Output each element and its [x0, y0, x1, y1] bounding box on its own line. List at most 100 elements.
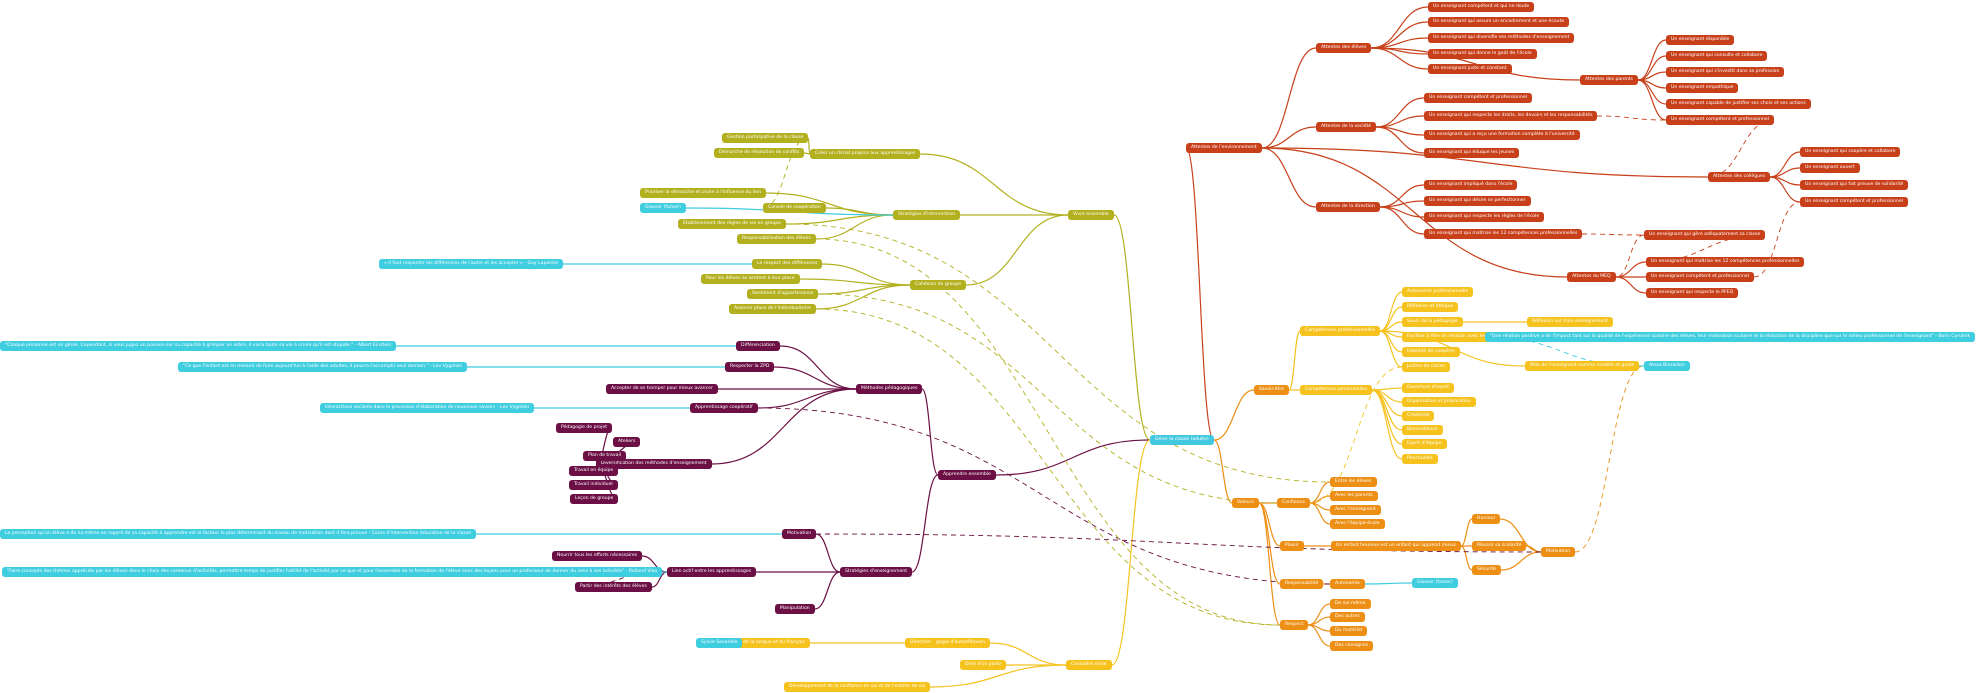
node-cp-rappel[interactable]: Rôle de l'enseignant comme modèle et gui…	[1525, 361, 1640, 371]
node-confiance[interactable]: Confiance	[1277, 498, 1310, 508]
node-attentes[interactable]: Attentes de l'environnement	[1186, 143, 1262, 153]
node-d2[interactable]: Un enseignant qui désire se perfectionne…	[1424, 196, 1531, 206]
node-att-collegues[interactable]: Attentes des collègues	[1708, 172, 1771, 182]
node-partir-interets[interactable]: Partir des intérêts des élèves	[575, 582, 652, 592]
node-e5[interactable]: Un enseignant juste et constant	[1428, 64, 1512, 74]
node-place-individu[interactable]: Avancer place de l'individualisme	[729, 304, 816, 314]
node-m1[interactable]: Un enseignant qui maîtrise les 12 compét…	[1646, 257, 1805, 267]
node-quote-vygotsky[interactable]: "Ce que l'enfant est en mesure de faire …	[178, 362, 468, 372]
node-humour[interactable]: Humour	[1472, 514, 1501, 524]
node-r2[interactable]: Des autres	[1330, 612, 1365, 622]
node-att-eleves[interactable]: Attentes des élèves	[1316, 43, 1372, 53]
node-e1[interactable]: Un enseignant compétent et qui ne doute	[1428, 2, 1535, 12]
node-quote-einstein[interactable]: "Chaque personne est un génie. Cependant…	[0, 341, 397, 351]
node-center[interactable]: Gérer la classe (adulte)	[1150, 435, 1214, 445]
node-securite[interactable]: Sécurité	[1472, 565, 1501, 575]
node-reussir[interactable]: Réussir sa scolarité	[1472, 541, 1527, 551]
node-cp4[interactable]: Faciliter à être en relation avec les él…	[1402, 332, 1508, 342]
node-quote-diff[interactable]: « Il faut respecter les différences de l…	[379, 259, 564, 269]
node-cp5[interactable]: Habileté de coopérer	[1402, 347, 1461, 357]
node-s3[interactable]: Un enseignant qui a reçu une formation c…	[1424, 130, 1580, 140]
node-att-direction[interactable]: Attentes de la direction	[1316, 202, 1380, 212]
node-ps6[interactable]: Ponctualité	[1402, 454, 1438, 464]
node-c1[interactable]: Un enseignant qui coopère et collabore	[1800, 147, 1901, 157]
node-demarche-conflits[interactable]: Démarche de résolution de conflits	[714, 148, 805, 158]
node-motivation[interactable]: Motivation	[782, 529, 817, 539]
node-r3[interactable]: Du matériel	[1330, 626, 1368, 636]
node-travail-equipe[interactable]: Travail en équipe	[569, 466, 619, 476]
node-comp-pro[interactable]: Compétences professionnelles	[1300, 326, 1381, 336]
node-cp3[interactable]: Souci de la pédagogie	[1402, 317, 1463, 327]
node-s4[interactable]: Un enseignant qui éduque les jeunes	[1424, 148, 1520, 158]
node-m2[interactable]: Un enseignant compétent et professionnel	[1646, 272, 1754, 282]
node-ps3[interactable]: Créativité	[1402, 411, 1435, 421]
node-quote-viau[interactable]: La perception qu'un élève a de lui-même …	[0, 529, 477, 539]
node-quote-viau2[interactable]: "Faire concepts des thèmes appréciés par…	[2, 567, 663, 577]
node-responsabilite[interactable]: Responsabilité	[1280, 579, 1324, 589]
node-manipulation[interactable]: Manipulation	[775, 604, 815, 614]
node-respons[interactable]: Responsabilisation des élèves	[737, 234, 816, 244]
node-c4[interactable]: Un enseignant compétent et professionnel	[1800, 197, 1908, 207]
node-p4[interactable]: Un enseignant empathique	[1666, 83, 1739, 93]
node-cooperatif[interactable]: Apprentissage coopératif	[690, 403, 758, 413]
node-nourrir[interactable]: Nourrir tous les efforts nécessaires	[552, 551, 643, 561]
node-quote-lynch[interactable]: "Une relation positive a de l'impact tan…	[1485, 332, 1976, 342]
node-lecon-groupe[interactable]: Leçon de groupe	[570, 494, 619, 504]
node-s1[interactable]: Un enseignant compétent et professionnel	[1424, 93, 1532, 103]
node-accepter-rythme[interactable]: Accepter de se tromper pour mieux avance…	[606, 384, 718, 394]
node-savoirs-etre[interactable]: Savoir-être	[1254, 385, 1290, 395]
node-p5[interactable]: Un enseignant capable de justifier ses c…	[1666, 99, 1811, 109]
node-vivre-ens-bas[interactable]: Connaître sorte	[1066, 660, 1112, 670]
node-ateliers[interactable]: Ateliers	[613, 437, 641, 447]
node-conf4[interactable]: Avec l'équipe-école	[1330, 519, 1385, 529]
node-apprendre[interactable]: Apprendre ensemble	[938, 470, 996, 480]
node-ps5[interactable]: Esprit d'équipe	[1402, 439, 1447, 449]
node-strategies[interactable]: Stratégies d'intervention	[893, 210, 961, 220]
node-e3[interactable]: Un enseignant qui diversifie ses méthode…	[1428, 33, 1575, 43]
node-ps2[interactable]: Organisation et préparation	[1402, 397, 1476, 407]
node-valeurs[interactable]: Valeurs	[1232, 498, 1259, 508]
node-plaisir-txt[interactable]: Un enfant heureux est un enfant qui appr…	[1331, 541, 1461, 551]
node-developpement[interactable]: Développement de la confiance en soi et …	[784, 682, 931, 692]
node-connaissance[interactable]: Connaissance de la langue et du français	[705, 638, 810, 648]
node-cp2[interactable]: Réflexion et éthique	[1402, 302, 1459, 312]
node-travail-indiv[interactable]: Travail individuel	[569, 480, 618, 490]
node-att-meq[interactable]: Attentes du MEQ	[1567, 272, 1616, 282]
node-p6[interactable]: Un enseignant compétent et professionnel	[1666, 115, 1774, 125]
node-c2[interactable]: Un enseignant ouvert	[1800, 163, 1860, 173]
node-conf3[interactable]: Avec l'enseignant	[1330, 505, 1381, 515]
node-sylvie-savarelle[interactable]: Sylvie Savarelle	[696, 638, 743, 648]
node-cp-reflexion[interactable]: Réflexion sur mon enseignement	[1527, 317, 1613, 327]
node-lien-actif[interactable]: Lien actif entre les apprentissages	[667, 567, 757, 577]
node-ps4[interactable]: Bienveillance	[1402, 425, 1443, 435]
node-prioriser[interactable]: Prioriser la démarche et croire à l'infl…	[640, 188, 766, 198]
node-gestion-part[interactable]: Gestion participative de la classe	[722, 133, 809, 143]
node-ps1[interactable]: Ouverture d'esprit	[1402, 383, 1455, 393]
node-autonomie[interactable]: Autonomie	[1330, 579, 1365, 589]
node-cp6[interactable]: Justice de classe	[1402, 362, 1450, 372]
node-pedago-projet[interactable]: Pédagogie de projet	[556, 423, 612, 433]
node-d3[interactable]: Un enseignant qui respecte les règles de…	[1424, 212, 1545, 222]
node-respect-diff[interactable]: Le respect des différences	[752, 259, 823, 269]
node-alexa-bissaillon[interactable]: Alexa Bissaillon	[1644, 361, 1690, 371]
node-p3[interactable]: Un enseignant qui s'investit dans sa pro…	[1666, 67, 1785, 77]
node-sentiment-secu[interactable]: Pour les élèves se sentent à leur place	[701, 274, 800, 284]
node-att-societe[interactable]: Attentes de la société	[1316, 122, 1377, 132]
node-d5[interactable]: Un enseignant qui gère adéquatement sa c…	[1644, 230, 1766, 240]
node-etab-regles[interactable]: Établissement des règles de vie en group…	[678, 219, 787, 229]
node-comp-perso[interactable]: Compétences personnelles	[1300, 385, 1373, 395]
node-plan-travail[interactable]: Plan de travail	[583, 451, 627, 461]
node-conf2[interactable]: Avec les parents	[1330, 491, 1378, 501]
node-c3[interactable]: Un enseignant qui fait preuve de solidar…	[1800, 180, 1909, 190]
node-s2[interactable]: Un enseignant qui respecte les droits, l…	[1424, 111, 1598, 121]
node-cp1[interactable]: Autonomie professionnelle	[1402, 287, 1474, 297]
node-m3[interactable]: Un enseignant qui respecte le PFEQ	[1646, 288, 1739, 298]
node-p1[interactable]: Un enseignant disponible	[1666, 35, 1735, 45]
node-glasser-2[interactable]: Glasser (famer)	[1412, 578, 1458, 588]
node-conf1[interactable]: Entre les élèves	[1330, 477, 1377, 487]
node-sentiment-app[interactable]: Sentiment d'appartenance	[747, 289, 819, 299]
node-att-parents[interactable]: Attentes des parents	[1580, 75, 1638, 85]
node-respecter-zpd[interactable]: Respecter la ZPD	[725, 362, 775, 372]
node-pedago-reflexi[interactable]: Pédagogie d'autoréflexion	[920, 638, 990, 648]
node-differenciation[interactable]: Différenciation	[736, 341, 780, 351]
